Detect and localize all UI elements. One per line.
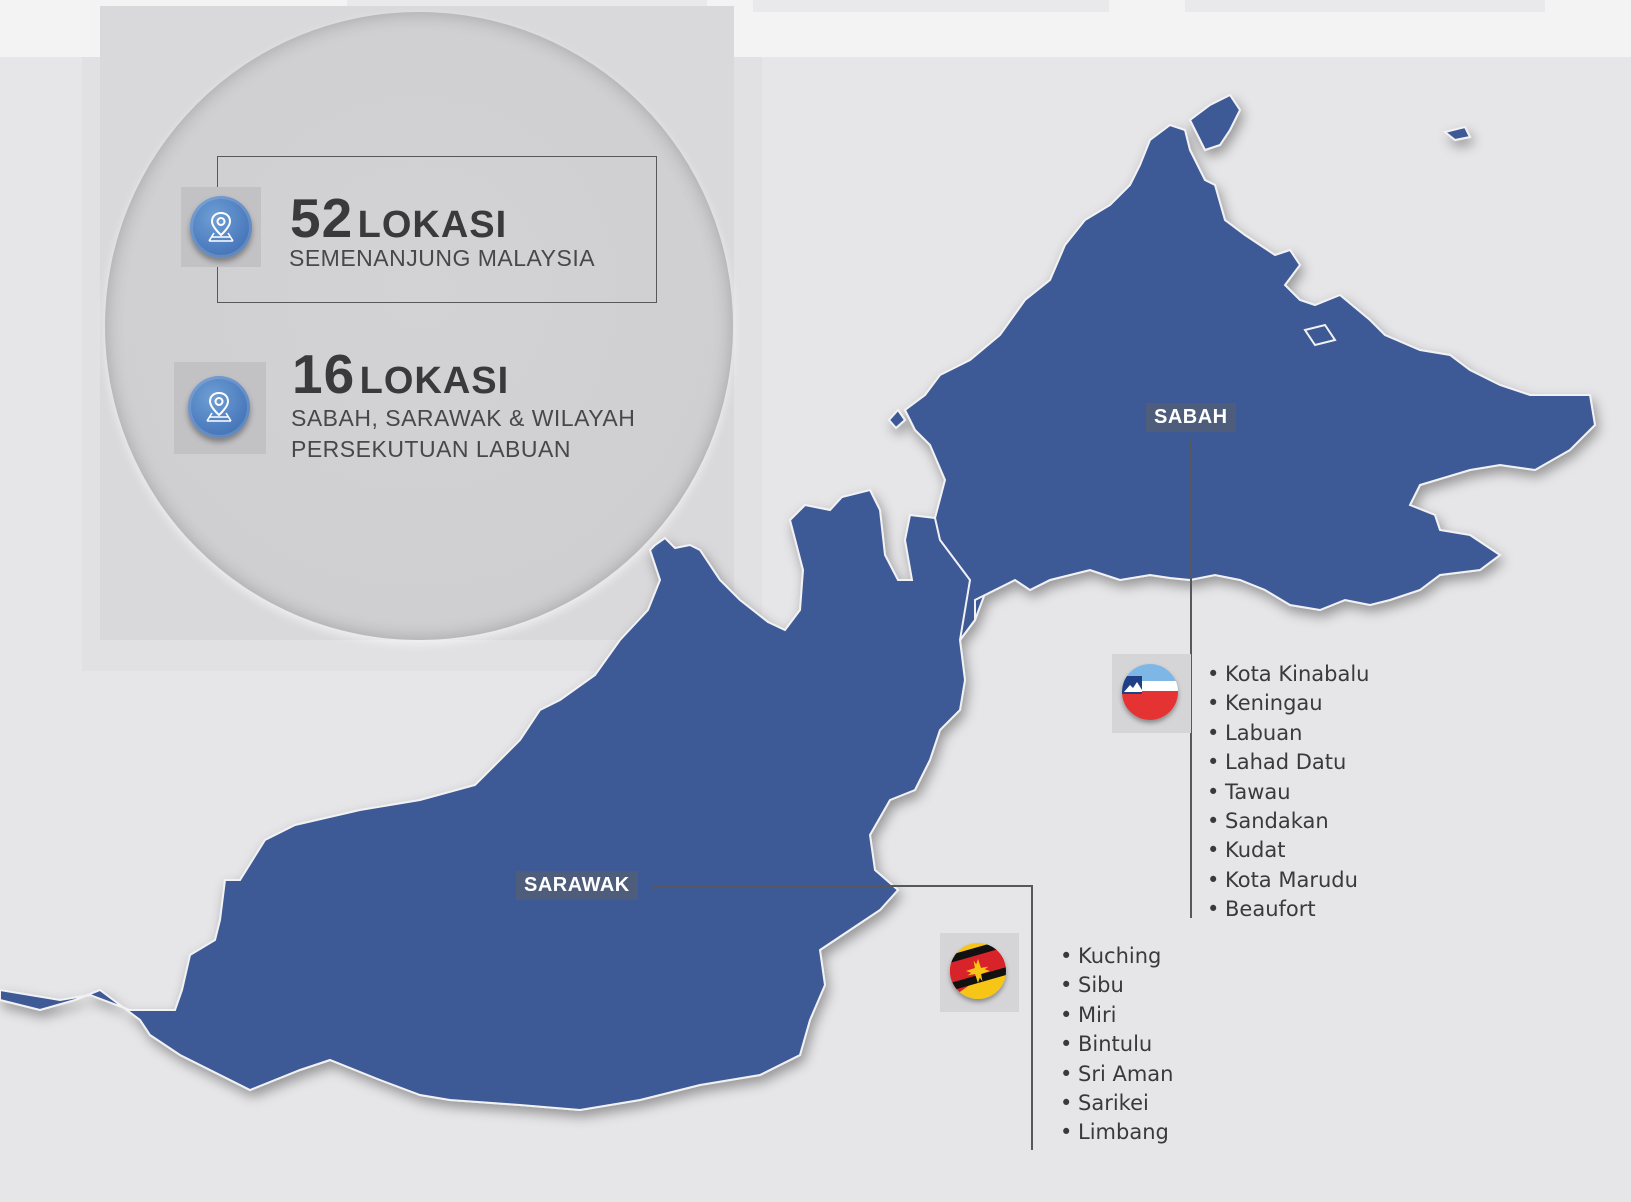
- sarawak-leader-line-vertical: [1031, 885, 1033, 1150]
- list-item: Sibu: [1060, 971, 1173, 1000]
- list-item: Keningau: [1207, 689, 1369, 718]
- top-band-segment: [1185, 0, 1545, 12]
- list-item: Sarikei: [1060, 1089, 1173, 1118]
- list-item: Lahad Datu: [1207, 748, 1369, 777]
- borneo-north-tip: [1188, 93, 1242, 152]
- pin-badge: [181, 187, 261, 267]
- sabah-label: SABAH: [1146, 403, 1236, 432]
- peninsular-count-heading: 52 LOKASI: [290, 186, 507, 250]
- borneo-region-line1: SABAH, SARAWAK & WILAYAH: [291, 405, 636, 431]
- sarawak-town-list: Kuching Sibu Miri Bintulu Sri Aman Sarik…: [1060, 942, 1173, 1148]
- list-item: Beaufort: [1207, 895, 1369, 924]
- list-item: Bintulu: [1060, 1030, 1173, 1059]
- small-island: [1442, 125, 1472, 142]
- list-item: Kudat: [1207, 836, 1369, 865]
- summary-circle: [105, 12, 733, 640]
- sarawak-leader-line: [652, 885, 1032, 887]
- small-island: [1303, 323, 1337, 347]
- borneo-region-line2: PERSEKUTUAN LABUAN: [291, 436, 571, 462]
- list-item: Sri Aman: [1060, 1060, 1173, 1089]
- list-item: Kuching: [1060, 942, 1173, 971]
- peninsular-region: SEMENANJUNG MALAYSIA: [289, 245, 596, 271]
- peninsular-count: 52: [290, 187, 354, 249]
- peninsular-unit: LOKASI: [357, 204, 508, 246]
- map-pin-icon: [188, 376, 250, 438]
- sarawak-label: SARAWAK: [516, 871, 638, 900]
- sarawak-region: [0, 488, 992, 1112]
- sabah-flag-badge: [1112, 654, 1191, 733]
- list-item: Kota Kinabalu: [1207, 660, 1369, 689]
- list-item: Limbang: [1060, 1118, 1173, 1147]
- list-item: Sandakan: [1207, 807, 1369, 836]
- borneo-count-heading: 16 LOKASI: [292, 342, 509, 406]
- map-pin-icon: [190, 196, 252, 258]
- sabah-town-list: Kota Kinabalu Keningau Labuan Lahad Datu…: [1207, 660, 1369, 925]
- list-item: Miri: [1060, 1001, 1173, 1030]
- pin-badge: [174, 362, 266, 454]
- sarawak-flag-icon: [950, 943, 1006, 999]
- list-item: Tawau: [1207, 778, 1369, 807]
- sabah-flag-icon: [1122, 664, 1178, 720]
- list-item: Labuan: [1207, 719, 1369, 748]
- sarawak-flag-badge: [940, 933, 1019, 1012]
- list-item: Kota Marudu: [1207, 866, 1369, 895]
- small-island: [887, 408, 907, 430]
- sabah-region: [903, 123, 1597, 641]
- top-band-segment: [753, 0, 1109, 12]
- borneo-unit: LOKASI: [359, 360, 510, 402]
- borneo-count: 16: [292, 343, 356, 405]
